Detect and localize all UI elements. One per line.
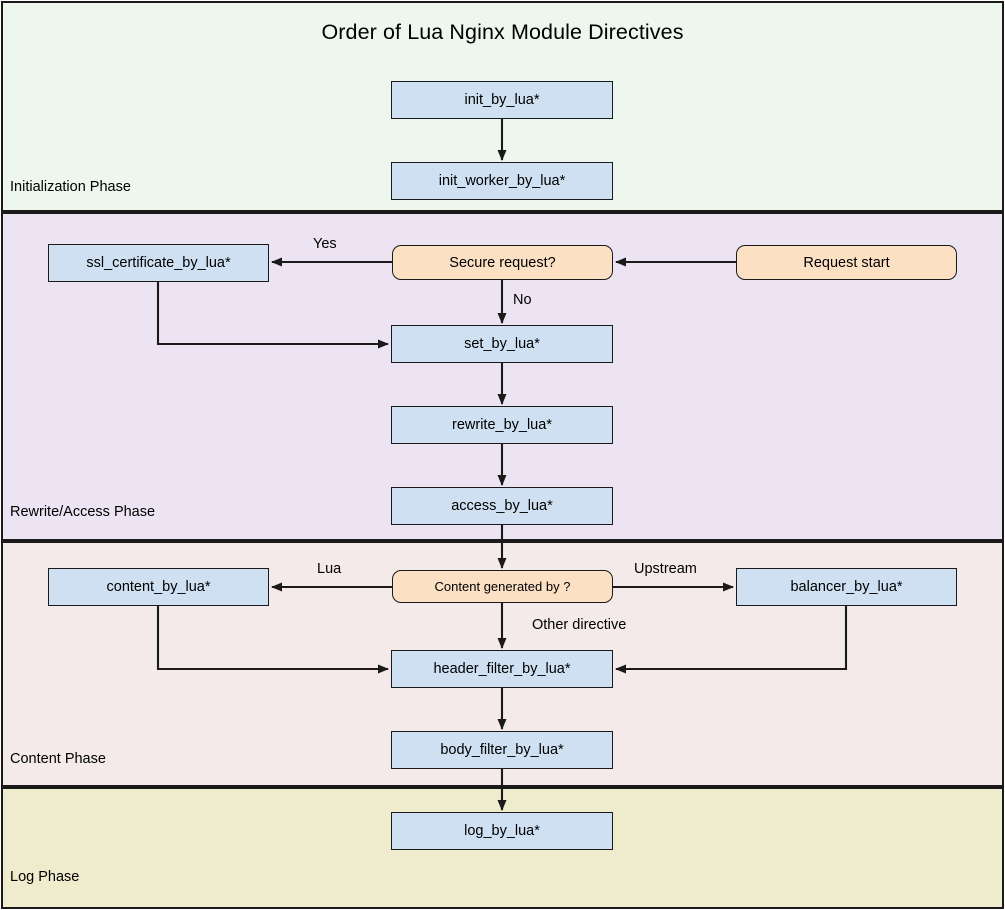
edge-label-no: No: [513, 292, 532, 308]
node-request-start[interactable]: Request start: [736, 245, 957, 280]
page-title: Order of Lua Nginx Module Directives: [321, 20, 684, 44]
node-balancer-by-lua[interactable]: balancer_by_lua*: [736, 568, 957, 606]
edge-label-other-directive: Other directive: [532, 617, 627, 633]
band-label-initialization: Initialization Phase: [10, 179, 131, 195]
node-ssl-certificate-by-lua[interactable]: ssl_certificate_by_lua*: [48, 244, 269, 282]
node-secure-request[interactable]: Secure request?: [392, 245, 613, 280]
edge-content-to-header: [156, 606, 389, 674]
band-label-rewrite-access: Rewrite/Access Phase: [10, 504, 156, 520]
edge-ssl-to-set: [156, 282, 389, 349]
node-content-generated-by[interactable]: Content generated by ?: [392, 570, 613, 603]
band-label-log: Log Phase: [10, 869, 80, 885]
node-set-by-lua[interactable]: set_by_lua*: [391, 325, 613, 363]
node-rewrite-by-lua[interactable]: rewrite_by_lua*: [391, 406, 613, 444]
node-header-filter-by-lua[interactable]: header_filter_by_lua*: [391, 650, 613, 688]
node-init-worker-by-lua[interactable]: init_worker_by_lua*: [391, 162, 613, 200]
edge-label-lua: Lua: [317, 561, 342, 577]
edge-label-upstream: Upstream: [634, 561, 697, 577]
edge-balancer-to-header: [615, 606, 848, 674]
edge-label-yes: Yes: [313, 236, 337, 252]
node-log-by-lua[interactable]: log_by_lua*: [391, 812, 613, 850]
band-label-content: Content Phase: [10, 751, 106, 767]
node-access-by-lua[interactable]: access_by_lua*: [391, 487, 613, 525]
node-content-by-lua[interactable]: content_by_lua*: [48, 568, 269, 606]
node-body-filter-by-lua[interactable]: body_filter_by_lua*: [391, 731, 613, 769]
node-init-by-lua[interactable]: init_by_lua*: [391, 81, 613, 119]
